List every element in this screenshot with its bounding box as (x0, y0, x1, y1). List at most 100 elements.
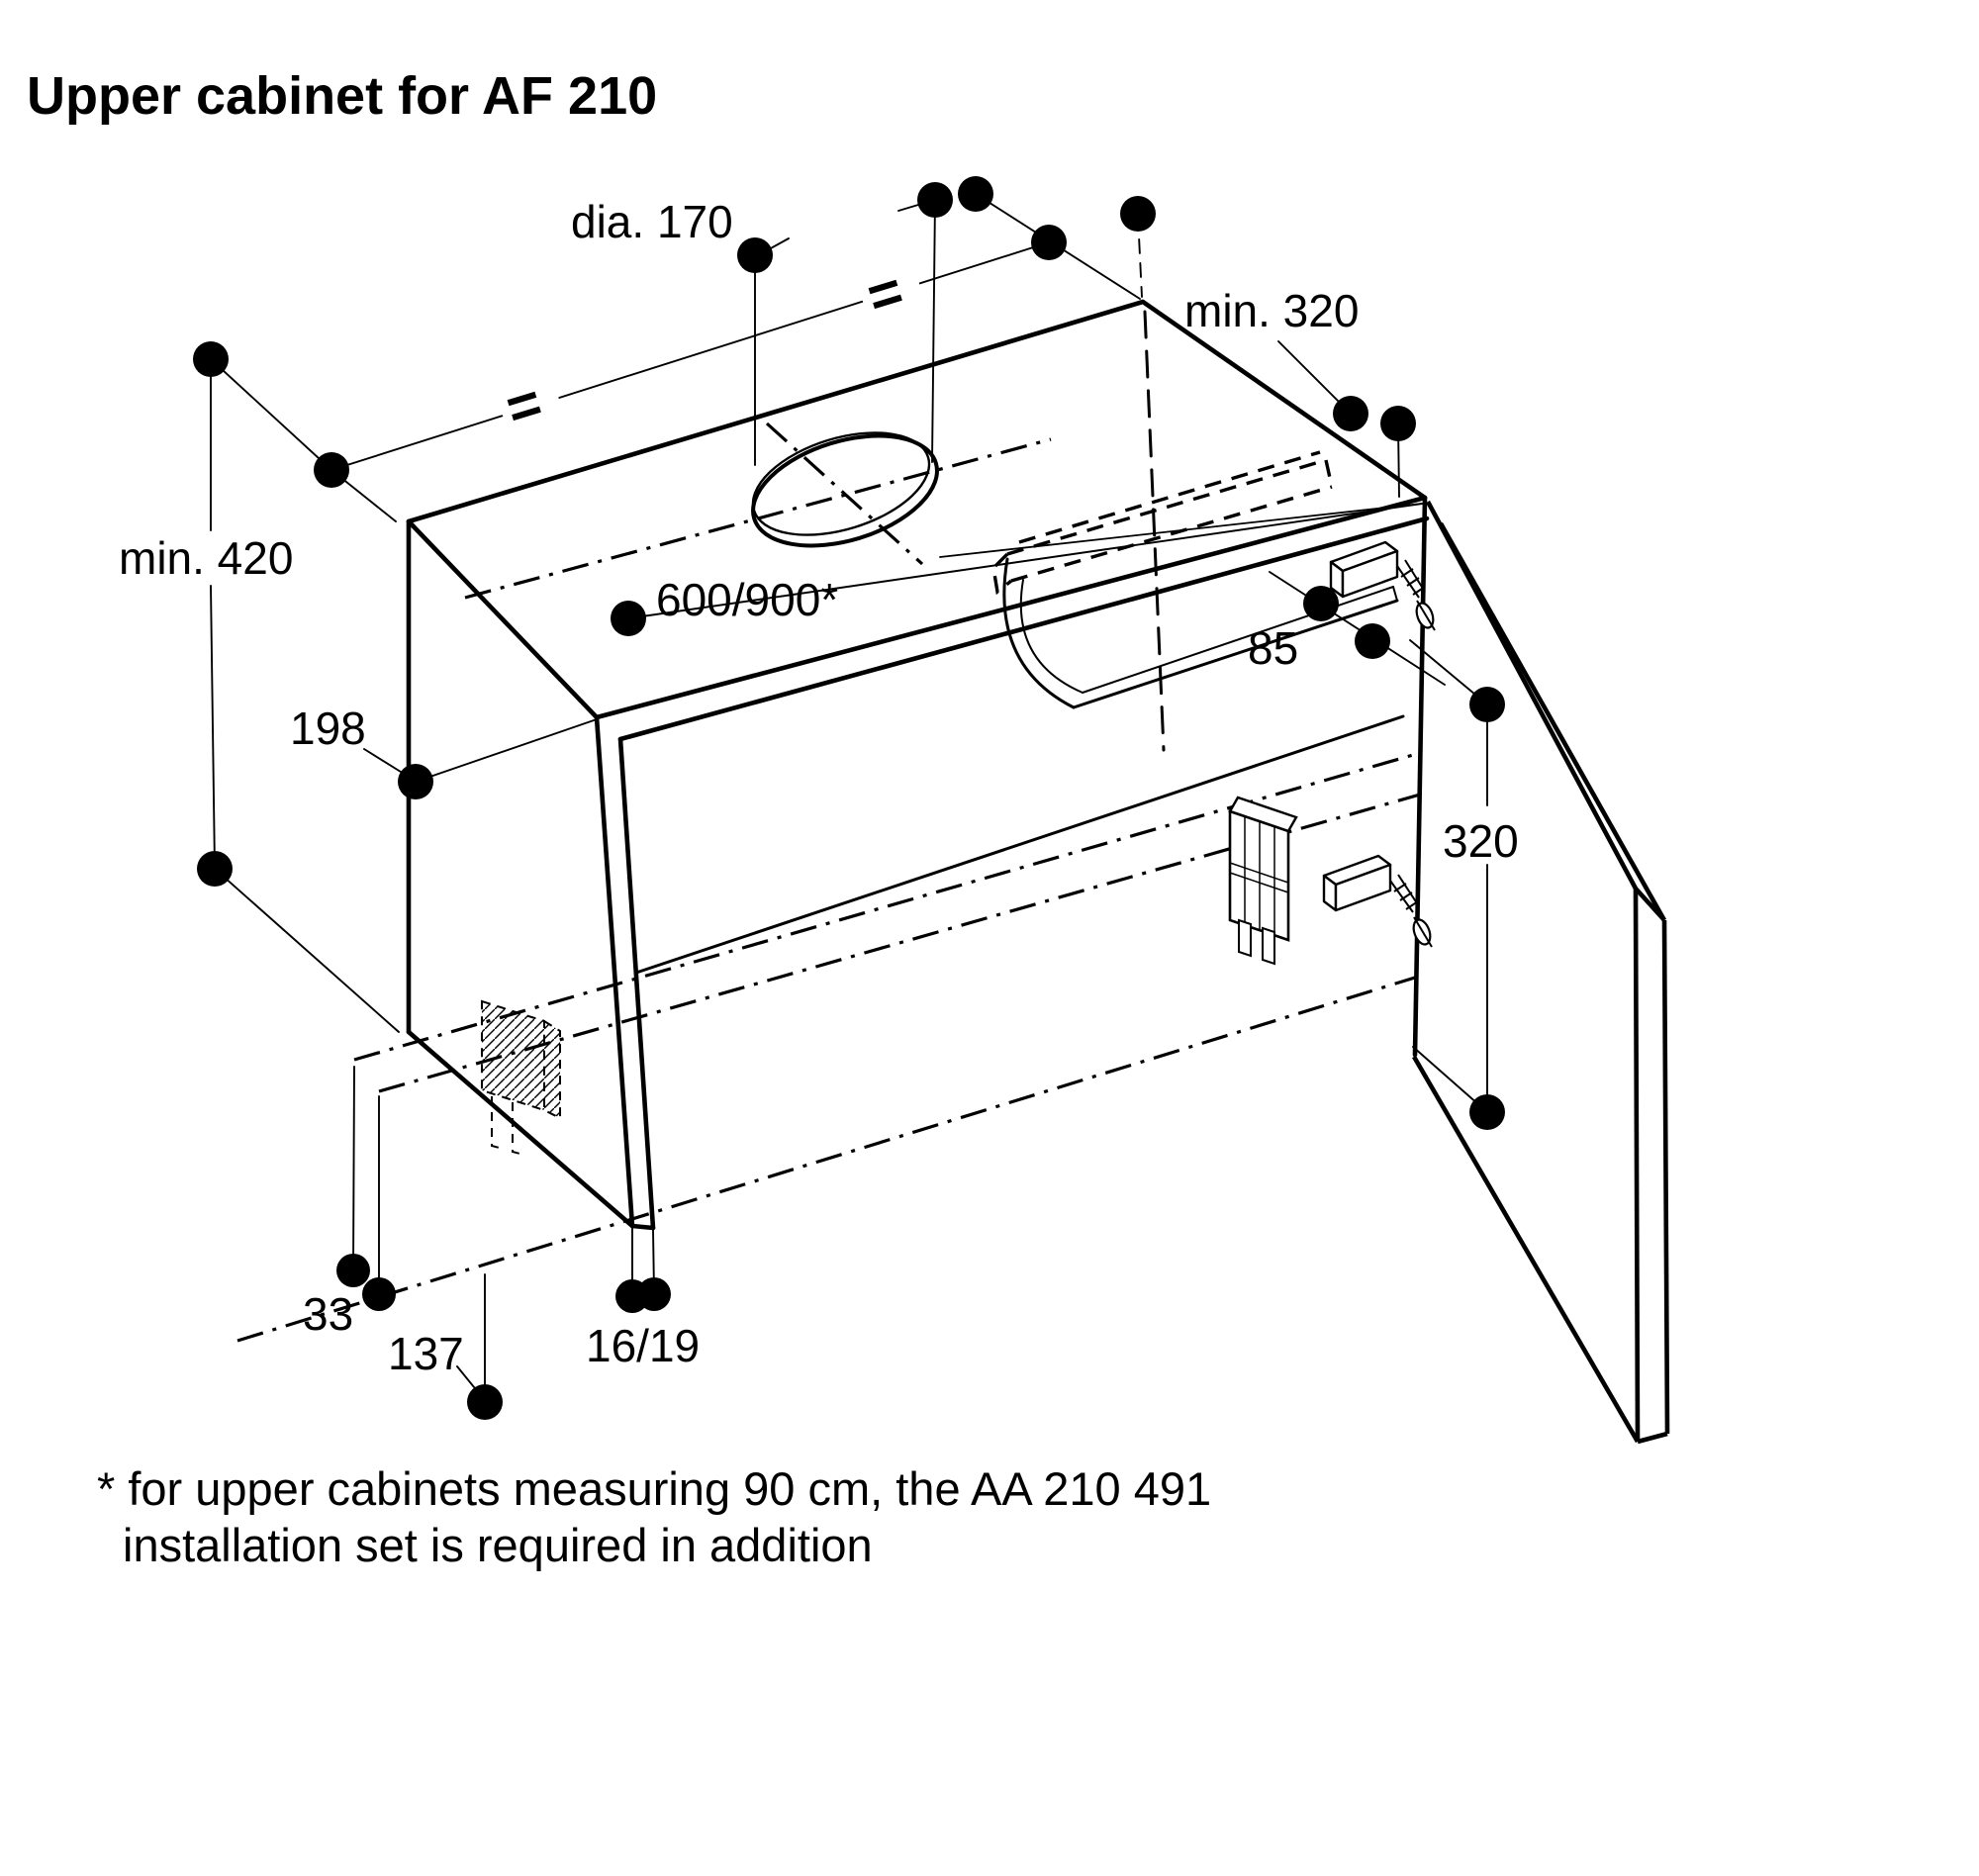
cabinet-body (406, 299, 1430, 1231)
shelf-right-end (1392, 586, 1398, 602)
dot-dia-right (917, 182, 953, 218)
dot-33-upper (336, 1254, 370, 1287)
door-panel (1412, 500, 1670, 1445)
dot-min320-corner (1380, 406, 1416, 441)
dot-depth-corner (1120, 196, 1156, 232)
hole-axis-depth (765, 422, 924, 566)
left-panel-bottom-edge (406, 1029, 635, 1229)
footnote-line-1: * for upper cabinets measuring 90 cm, th… (97, 1460, 1211, 1517)
screw-top-tip (1416, 600, 1436, 631)
shelf-left-curve-inner (1019, 579, 1084, 694)
vent-hole (751, 431, 939, 548)
interior-ceiling-line (939, 503, 1423, 558)
label-hinge-spacing: 320 (1443, 815, 1519, 867)
footnote-text-1: for upper cabinets measuring 90 cm, the … (128, 1462, 1212, 1515)
screw-bottom-tip (1413, 916, 1433, 948)
latch-top-end (1341, 549, 1399, 599)
screw-bottom-shaft2 (1397, 874, 1420, 907)
wall-bracket-left-side (543, 1019, 561, 1120)
recess-right-end (1324, 459, 1334, 488)
height-leader-top (210, 358, 397, 522)
label-width: 600/900* (656, 574, 838, 625)
shelf-front-top-edge (1082, 586, 1394, 694)
equal-mark-gaps (500, 261, 920, 432)
label-min-depth: min. 320 (1184, 285, 1359, 336)
screw-bottom-thread1 (1393, 883, 1407, 892)
dot-33-lower (362, 1277, 396, 1311)
dot-equals-end (1031, 225, 1067, 260)
shelf-left-curve-outer (1002, 557, 1076, 709)
dot-85-lower (1355, 623, 1390, 659)
footnote-marker: * (97, 1462, 116, 1515)
page-title: Upper cabinet for AF 210 (27, 66, 658, 126)
footnote: * for upper cabinets measuring 90 cm, th… (97, 1460, 1211, 1573)
dimension-dots (193, 176, 1505, 1420)
dia-drop-right (931, 199, 936, 463)
screw-top-thread1 (1400, 568, 1414, 578)
label-rear-offset: 198 (290, 703, 366, 754)
label-panel-thickness: 16/19 (586, 1320, 700, 1371)
min320-leader (1277, 340, 1348, 411)
width-dim-line (627, 503, 1423, 619)
screw-top-thread2 (1406, 577, 1420, 587)
left-panel-front-outer-edge (594, 714, 635, 1229)
latch-bracket-right (1228, 796, 1298, 966)
dot-height-mid (314, 452, 349, 488)
dot-min320-leader (1333, 396, 1368, 431)
recess-back-edge (1018, 450, 1321, 544)
dot-depth-back (958, 176, 993, 212)
dot-320-bottom (1469, 1094, 1505, 1130)
label-diameter: dia. 170 (571, 196, 733, 247)
door-bottom-edge (1412, 1055, 1640, 1444)
height-leader-bottom (214, 868, 400, 1033)
latch-bracket-hook1 (1238, 918, 1252, 958)
label-rail-spacing: 137 (388, 1328, 464, 1379)
screw-bottom-thread2 (1399, 891, 1413, 901)
rail-axis-bottom (236, 976, 1416, 1343)
screw-top-thread3 (1412, 586, 1426, 596)
dot-198 (398, 764, 433, 799)
panel-tip-end (629, 1223, 656, 1231)
interior-bottom-front-edge (634, 714, 1405, 975)
dot-137 (467, 1384, 503, 1420)
interior-back-right-edge-hidden (1143, 310, 1166, 752)
height-dim-lower (210, 585, 216, 870)
label-rail-offset: 33 (303, 1288, 353, 1340)
dot-320-top (1469, 687, 1505, 722)
dimension-leaders (210, 193, 1488, 1401)
vent-hole-outer-rim (751, 433, 939, 548)
left-panel-top-edge (406, 518, 600, 720)
dot-85-upper (1303, 586, 1339, 621)
leader-198-line (415, 718, 598, 783)
door-top-inner-edge (1438, 521, 1667, 922)
gap85-dim-line (1269, 571, 1446, 686)
cabinet-top-right-edge (1140, 299, 1428, 501)
door-latch-bottom (1322, 854, 1433, 948)
shelf-front-bottom-edge (1072, 599, 1399, 709)
label-min-height: min. 420 (119, 532, 293, 584)
door-right-inner-edge (1661, 919, 1670, 1435)
footnote-line-2: installation set is required in addition (123, 1519, 873, 1571)
wall-bracket-left-hook1 (491, 1096, 504, 1150)
rail33-drop-upper (352, 1066, 355, 1271)
flue-recess (991, 450, 1334, 596)
label-shelf-gap: 85 (1248, 622, 1298, 674)
dot-height-bottom (197, 851, 233, 887)
door-latch-top (1329, 540, 1436, 631)
equal-spacing-line (330, 241, 1050, 471)
latch-bracket-rib2 (1229, 872, 1289, 893)
dot-dia-left (737, 237, 773, 273)
wall-bracket-left (481, 999, 561, 1156)
dot-height-top (193, 341, 229, 377)
wall-bracket-left-hook2 (512, 1102, 524, 1156)
dot-1619-right (637, 1277, 671, 1311)
screw-top-shaft2 (1404, 559, 1426, 593)
recess-lower-edge (1010, 485, 1333, 583)
latch-bracket-hook2 (1262, 926, 1275, 966)
cabinet-front-right-edge (1412, 495, 1428, 1058)
door-right-outer-edge (1633, 888, 1641, 1443)
latch-bracket-rib1 (1229, 862, 1289, 884)
door-top-right-end (1634, 887, 1666, 922)
left-panel-front-inner-edge (617, 736, 656, 1231)
